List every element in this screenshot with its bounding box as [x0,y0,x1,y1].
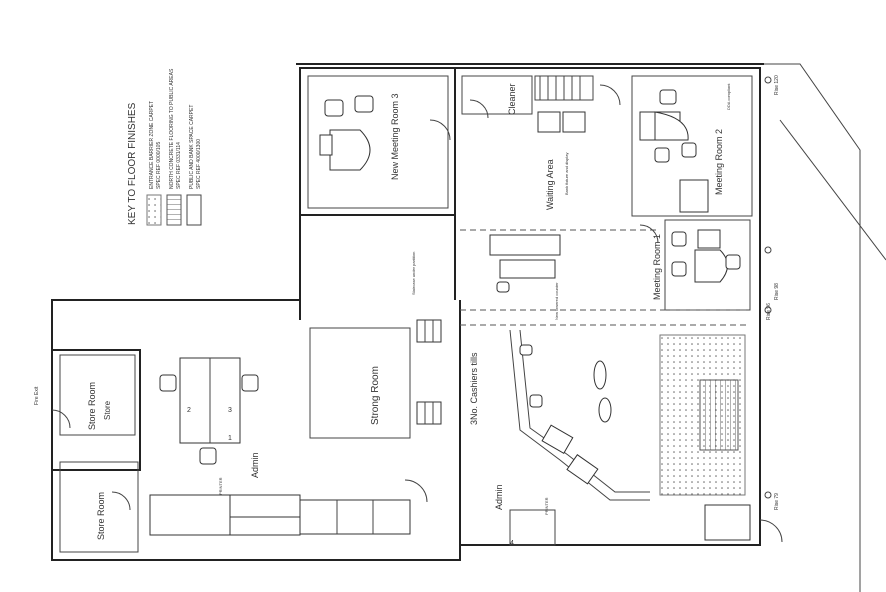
strong-room-label: Strong Room [370,366,381,425]
key-item-3-line2: SPEC REF 4000/1300 [196,139,202,189]
key-swatch-stipple [146,194,162,226]
desk-number-3: 3 [228,407,232,414]
key-swatch-hatch [166,194,182,226]
meeting-room-3-label: New Meeting Room 3 [390,93,400,180]
waiting-area: Waiting Area Bank fixture and display [460,153,660,293]
meeting-room-1: Meeting Room 1 [652,219,751,311]
strong-room: Strong Room Staircase under partition [309,252,442,439]
store-label: Store [103,400,112,420]
key-title: KEY TO FLOOR FINISHES [127,102,138,225]
key-item-2-line1: NORTH CONCRETE FLOORING TO PUBLIC AREAS [169,68,175,189]
printer-1-label: PRINTER [218,477,223,495]
meeting-room-3: New Meeting Room 3 [307,75,449,209]
meeting-room-1-label: Meeting Room 1 [652,234,662,300]
key-item-3-line1: PUBLIC AND BANK SPACE CARPET [189,105,195,189]
waiting-note: Bank fixture and display [564,153,569,195]
meeting-room-2: Meeting Room 2 DDA compliant [631,75,753,217]
meeting-room-2-note: DDA compliant [726,83,731,110]
admin-right-label: Admin [494,484,504,510]
fire-exit-label: Fire Exit [34,386,40,405]
corridor-note: Staircase under partition [411,252,416,295]
store-room-2-label: Store Room [96,492,106,540]
rise-96: Rise 96 [766,303,772,320]
rise-79: Rise 79 [774,493,780,510]
key-item-2-line2: SPEC REF 0331/114 [176,142,182,189]
key-swatch-plain [186,194,202,226]
printer-2-label: PRINTER [544,497,549,515]
door-swings [51,84,783,543]
cashiers-label: 3No. Cashiers tills [469,352,479,425]
cashiers-area: 3No. Cashiers tills New lowered counter [460,282,750,501]
cleaner-label: Cleaner [507,83,517,115]
rise-98: Rise 98 [774,283,780,300]
rise-labels: Rise 120 Rise 98 Rise 96 Rise 79 [764,75,780,510]
building-walls [51,63,886,592]
desk-number-1: 1 [228,435,232,442]
desk-number-2: 2 [187,407,191,414]
store-rooms: Store Room Store Store Room Fire Exit [34,354,139,553]
desk-number-4: 4 [510,540,514,547]
store-room-1-label: Store Room [87,382,97,430]
key-item-1-line2: SPEC REF 0000/105 [156,142,162,189]
waiting-area-label: Waiting Area [545,159,555,210]
cashier-note: New lowered counter [554,282,559,320]
cleaner-area: Cleaner [461,75,594,133]
finishes-key: KEY TO FLOOR FINISHES ENTRANCE BARRIER Z… [127,68,202,226]
admin-left-label: Admin [250,452,260,478]
key-item-1-line1: ENTRANCE BARRIER ZONE CARPET [149,101,155,189]
entrance-zone [659,334,751,541]
admin-left: 2 3 1 Admin PRINTER [149,357,411,536]
rise-120: Rise 120 [774,75,780,95]
admin-right: Admin PRINTER 4 [494,484,556,547]
meeting-room-2-label: Meeting Room 2 [714,129,724,195]
